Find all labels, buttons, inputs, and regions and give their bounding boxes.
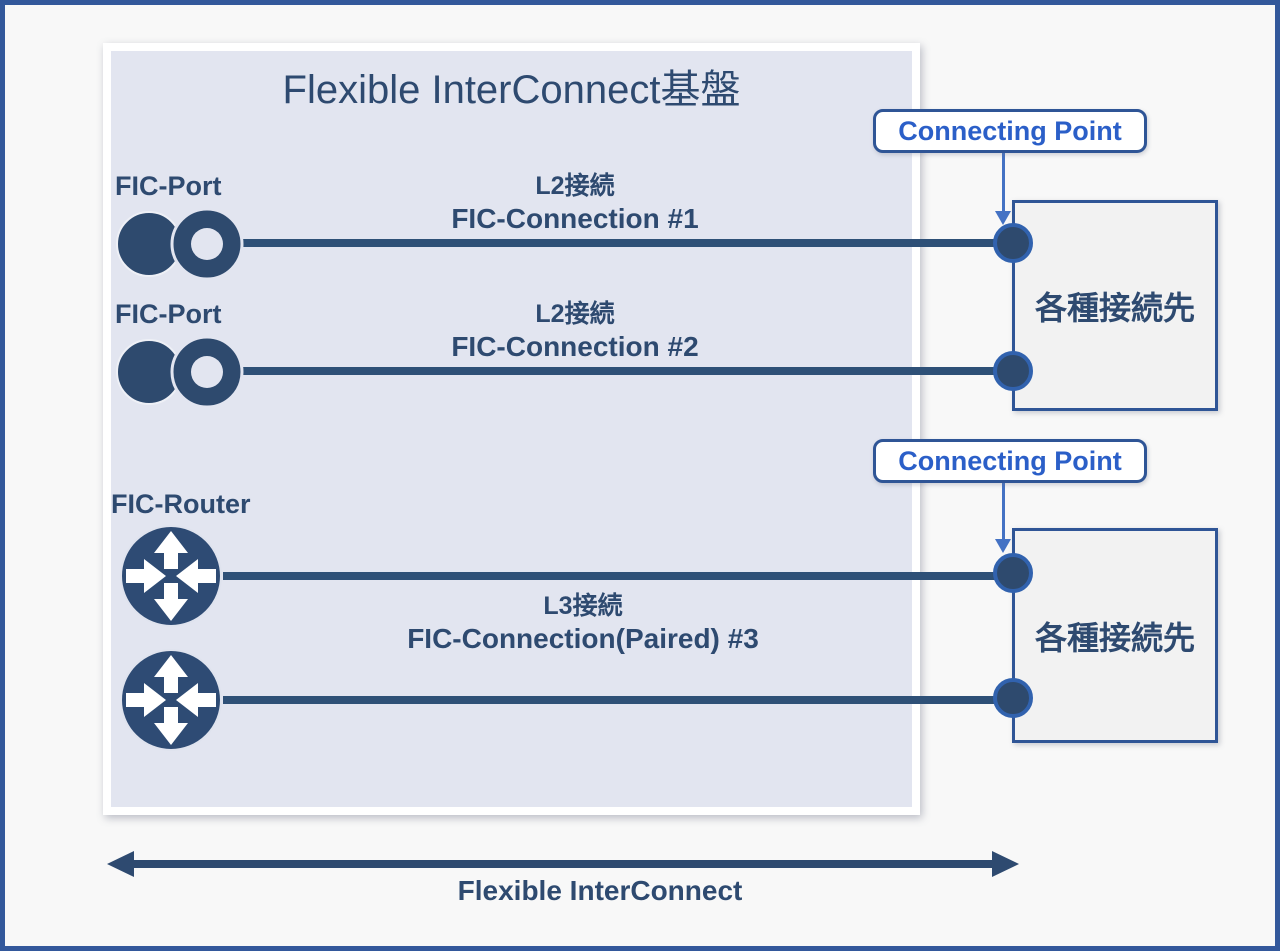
- connection-label-3: L3接続 FIC-Connection(Paired) #3: [333, 591, 833, 655]
- bottom-arrow-caption: Flexible InterConnect: [457, 875, 743, 906]
- connection-line-2: [223, 367, 1013, 375]
- fic-port-icon-1: [115, 202, 245, 286]
- connecting-point-dot-2: [993, 351, 1033, 391]
- double-arrow-right-head: [992, 851, 1019, 877]
- connecting-point-callout-label-2: Connecting Point: [898, 445, 1122, 476]
- connection-name-3: FIC-Connection(Paired) #3: [407, 623, 759, 654]
- connecting-point-dot-3: [993, 553, 1033, 593]
- connection-type-3: L3接続: [543, 592, 623, 620]
- connecting-point-callout-2: Connecting Point: [873, 439, 1147, 483]
- connection-type-1: L2接続: [535, 172, 615, 200]
- connecting-point-dot-4: [993, 678, 1033, 718]
- connecting-point-callout-label-1: Connecting Point: [898, 115, 1122, 146]
- double-arrow-stem: [132, 860, 994, 868]
- panel-title: Flexible InterConnect基盤: [282, 68, 741, 112]
- destination-box-2: 各種接続先: [1012, 528, 1218, 743]
- callout-arrow-head-1: [995, 211, 1011, 225]
- connection-label-2: L2接続 FIC-Connection #2: [325, 299, 825, 363]
- destination-box-label-1: 各種接続先: [1034, 289, 1195, 326]
- connection-label-1: L2接続 FIC-Connection #1: [325, 171, 825, 235]
- fic-port-label-2: FIC-Port: [115, 299, 222, 329]
- destination-box-label-2: 各種接続先: [1034, 619, 1195, 656]
- connection-type-2: L2接続: [535, 300, 615, 328]
- double-arrow-left-head: [107, 851, 134, 877]
- connection-line-1: [223, 239, 1013, 247]
- connecting-point-dot-1: [993, 223, 1033, 263]
- fic-port-icon-2: [115, 330, 245, 414]
- fic-platform-panel: [103, 43, 920, 815]
- connection-line-3: [223, 572, 1013, 580]
- connection-line-4: [223, 696, 1013, 704]
- connecting-point-callout-1: Connecting Point: [873, 109, 1147, 153]
- connection-name-1: FIC-Connection #1: [451, 203, 699, 234]
- fic-router-icon-2: [119, 648, 223, 752]
- connection-name-2: FIC-Connection #2: [451, 331, 699, 362]
- fic-router-label: FIC-Router: [111, 489, 251, 519]
- fic-router-icon-1: [119, 524, 223, 628]
- callout-arrow-stem-2: [1002, 483, 1005, 541]
- callout-arrow-stem-1: [1002, 153, 1005, 213]
- destination-box-1: 各種接続先: [1012, 200, 1218, 411]
- callout-arrow-head-2: [995, 539, 1011, 553]
- fic-port-label-1: FIC-Port: [115, 171, 222, 201]
